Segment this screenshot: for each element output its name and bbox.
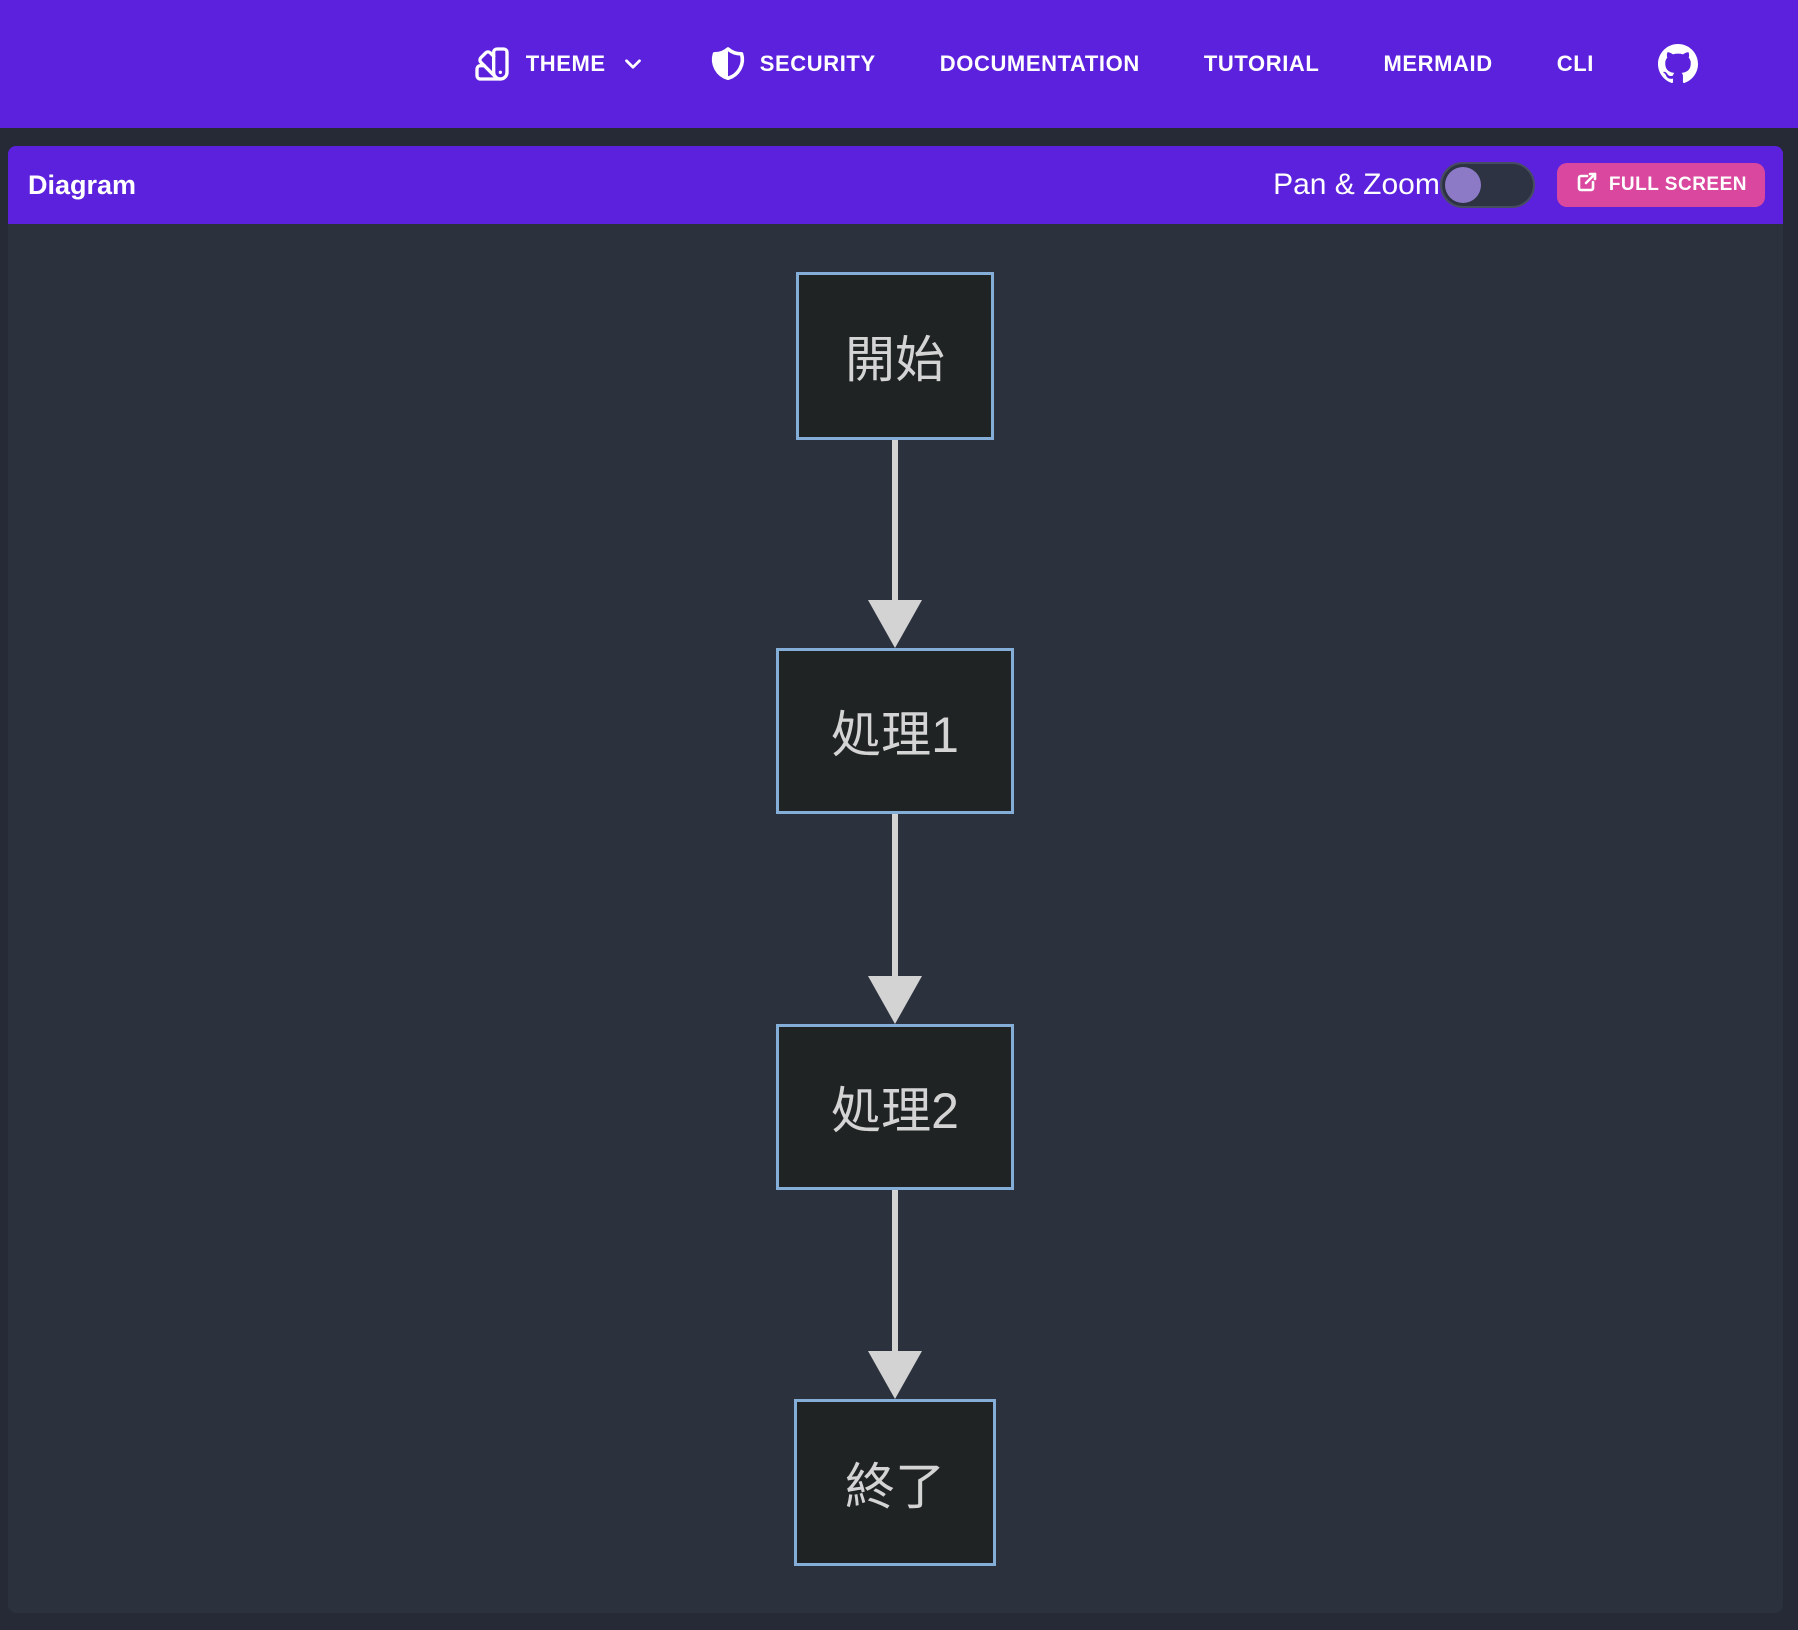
nav-item-theme[interactable]: THEME — [472, 44, 646, 84]
flowchart-edge-line — [892, 814, 898, 978]
nav-item-cli[interactable]: CLI — [1557, 51, 1594, 77]
flowchart-node-process2: 処理2 — [776, 1024, 1014, 1190]
flowchart-edge-line — [892, 1190, 898, 1353]
shield-icon — [710, 46, 746, 82]
nav-item-github[interactable] — [1658, 44, 1698, 84]
flowchart-node-process1: 処理1 — [776, 648, 1014, 814]
full-screen-button-label: FULL SCREEN — [1608, 174, 1747, 195]
flowchart-node-start: 開始 — [796, 272, 994, 440]
nav-item-documentation[interactable]: DOCUMENTATION — [940, 51, 1140, 77]
flowchart-arrowhead-icon — [868, 1351, 922, 1399]
external-link-icon — [1575, 170, 1599, 200]
flowchart-node-process2-label: 処理2 — [831, 1083, 959, 1139]
flowchart-arrowhead-icon — [868, 976, 922, 1024]
pan-zoom-toggle[interactable] — [1439, 162, 1535, 208]
diagram-panel-header: Diagram Pan & Zoom FULL SCREEN — [8, 146, 1783, 224]
nav-item-tutorial[interactable]: TUTORIAL — [1204, 51, 1320, 77]
flowchart-node-end-label: 終了 — [845, 1458, 945, 1515]
top-navigation-bar: THEME SECURITY DOCUMENTATION TUTORIAL — [0, 0, 1798, 128]
theme-swatch-icon — [472, 44, 512, 84]
full-screen-button[interactable]: FULL SCREEN — [1556, 163, 1765, 207]
nav-label-mermaid: MERMAID — [1383, 51, 1493, 76]
panel-title: Diagram — [28, 169, 137, 200]
flowchart-node-start-label: 開始 — [845, 332, 945, 388]
flowchart-edge-line — [892, 440, 898, 602]
panel-header-controls: Pan & Zoom FULL SCREEN — [1273, 162, 1765, 208]
flowchart-node-process1-label: 処理1 — [831, 707, 959, 763]
nav-label-documentation: DOCUMENTATION — [939, 51, 1140, 76]
chevron-down-icon — [620, 51, 646, 77]
github-icon — [1658, 44, 1698, 84]
pan-zoom-label: Pan & Zoom — [1273, 168, 1440, 201]
diagram-panel: Diagram Pan & Zoom FULL SCREEN — [8, 146, 1783, 1613]
nav-label-theme: THEME — [525, 51, 606, 76]
flowchart-canvas[interactable]: 開始 処理1 処理2 終了 — [8, 224, 1783, 1613]
pan-zoom-toggle-knob — [1444, 167, 1481, 203]
nav-item-mermaid[interactable]: MERMAID — [1383, 51, 1492, 77]
nav-label-cli: CLI — [1556, 51, 1594, 76]
flowchart-node-end: 終了 — [794, 1399, 996, 1566]
nav-item-security[interactable]: SECURITY — [710, 46, 876, 82]
flowchart-arrowhead-icon — [868, 600, 922, 648]
nav-label-security: SECURITY — [759, 51, 876, 76]
nav-label-tutorial: TUTORIAL — [1203, 51, 1320, 76]
